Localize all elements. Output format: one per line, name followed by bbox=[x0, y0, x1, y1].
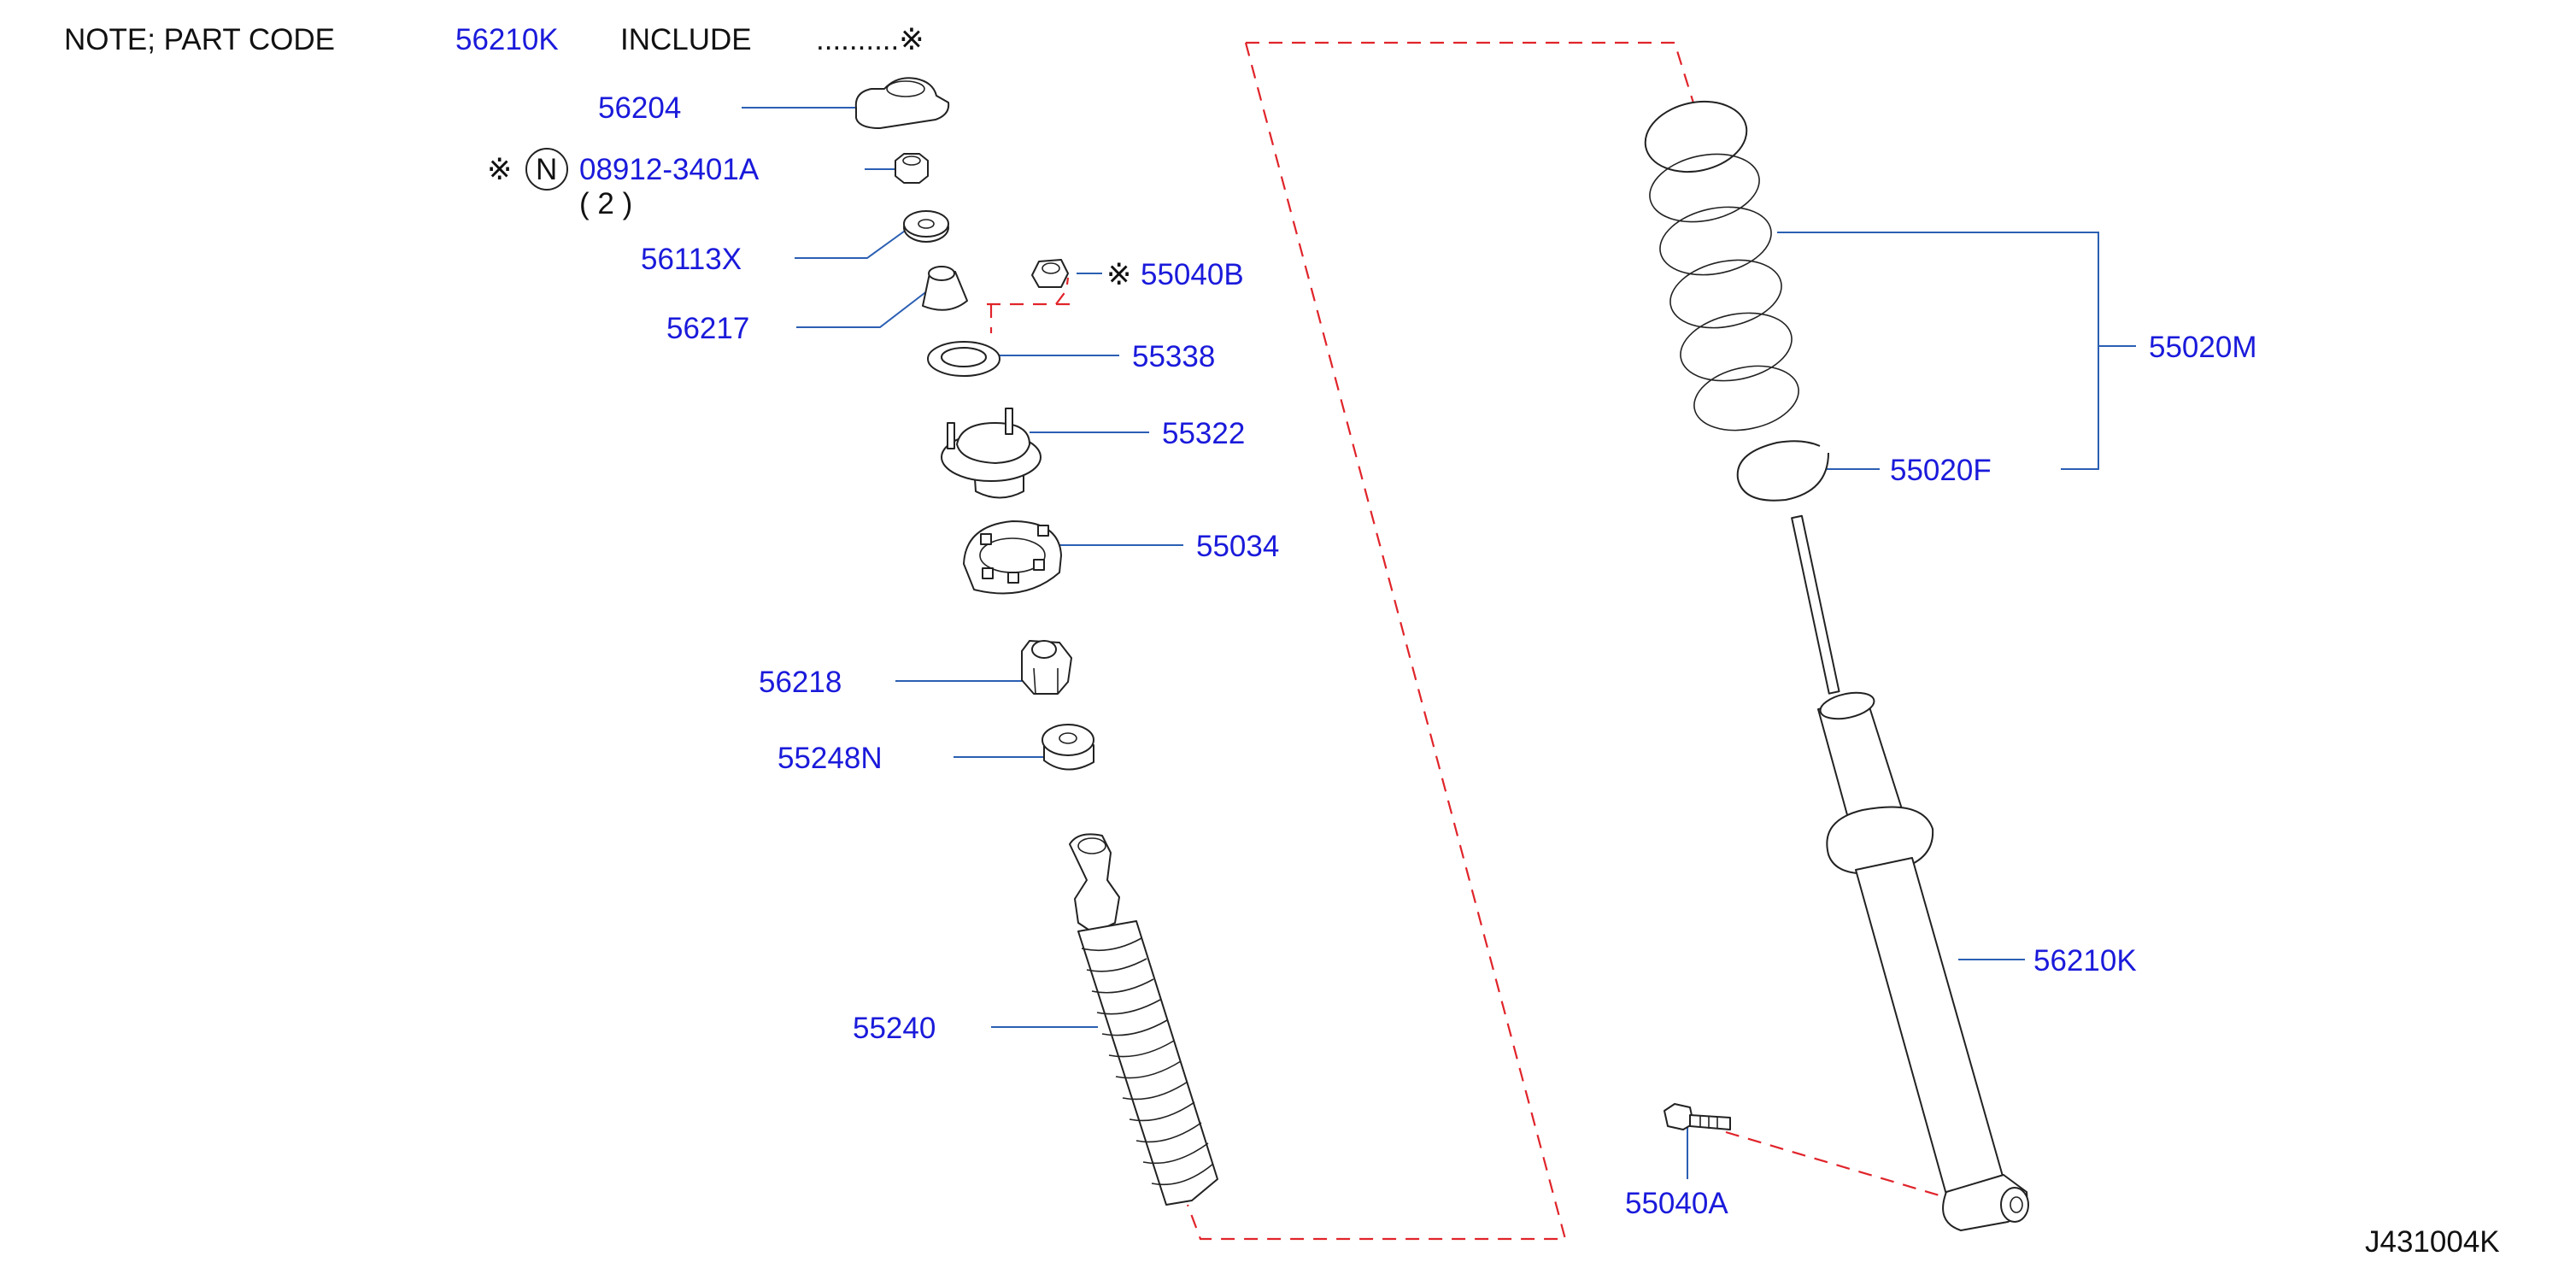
label-n-symbol: N bbox=[536, 153, 557, 186]
note-dots: ..........※ bbox=[816, 23, 924, 56]
label-55040b[interactable]: 55040B bbox=[1141, 258, 1244, 291]
label-56218[interactable]: 56218 bbox=[759, 666, 842, 699]
label-star-2: ※ bbox=[1106, 258, 1131, 291]
dashed-links bbox=[987, 41, 1957, 1241]
part-56113x-washer[interactable] bbox=[903, 210, 949, 243]
label-08912-3401a[interactable]: 08912-3401A bbox=[579, 153, 760, 186]
label-56210k[interactable]: 56210K bbox=[2033, 944, 2137, 977]
note-header: NOTE; PART CODE 56210K INCLUDE .........… bbox=[64, 23, 924, 56]
part-55040a-bolt[interactable] bbox=[1664, 1103, 1731, 1130]
part-55322-mount[interactable] bbox=[941, 408, 1042, 499]
dashed-link-top bbox=[1246, 41, 1698, 112]
dashed-link-55040a bbox=[1725, 1130, 1957, 1202]
leader-lines bbox=[742, 107, 2136, 1179]
part-56218-bushing[interactable] bbox=[1021, 640, 1072, 695]
part-55040b-nut[interactable] bbox=[1031, 259, 1069, 288]
note-part-code[interactable]: 56210K bbox=[455, 23, 559, 56]
callout-labels: 56204 ※ N 08912-3401A ( 2 ) 56113X 56217… bbox=[487, 91, 2256, 1220]
part-55338-seal[interactable] bbox=[927, 341, 1000, 377]
part-55020m-spring[interactable] bbox=[1639, 92, 1804, 439]
label-55020m[interactable]: 55020M bbox=[2149, 331, 2256, 364]
note-prefix: NOTE; PART CODE bbox=[64, 23, 335, 56]
label-56204[interactable]: 56204 bbox=[598, 91, 681, 125]
part-55034-seat[interactable] bbox=[963, 520, 1062, 595]
label-55020f[interactable]: 55020F bbox=[1890, 454, 1992, 487]
n-symbol-icon bbox=[525, 148, 568, 191]
part-55020f-seat[interactable] bbox=[1736, 440, 1829, 502]
part-55248n-bushing[interactable] bbox=[1042, 724, 1094, 771]
label-55040a[interactable]: 55040A bbox=[1625, 1187, 1728, 1220]
label-55248n[interactable]: 55248N bbox=[777, 742, 883, 775]
diagram-id: J431004K bbox=[2365, 1225, 2500, 1259]
label-56113x[interactable]: 56113X bbox=[641, 243, 742, 276]
part-56217-bushing[interactable] bbox=[922, 266, 968, 311]
label-55240[interactable]: 55240 bbox=[853, 1012, 936, 1045]
part-55240-boot[interactable] bbox=[1069, 833, 1218, 1206]
label-quantity: ( 2 ) bbox=[579, 187, 632, 220]
part-56210k-shock[interactable] bbox=[1791, 514, 2029, 1231]
dashed-link-outline bbox=[1186, 42, 1567, 1241]
label-55034[interactable]: 55034 bbox=[1196, 530, 1279, 563]
part-56204-cap[interactable] bbox=[854, 77, 950, 129]
part-08912-nut[interactable] bbox=[895, 153, 929, 184]
note-include: INCLUDE bbox=[620, 23, 752, 56]
dashed-link-55040b-b bbox=[1055, 277, 1070, 305]
label-star-1: ※ bbox=[487, 153, 512, 186]
label-55322[interactable]: 55322 bbox=[1162, 417, 1245, 450]
label-55338[interactable]: 55338 bbox=[1132, 340, 1215, 373]
label-56217[interactable]: 56217 bbox=[666, 312, 749, 345]
